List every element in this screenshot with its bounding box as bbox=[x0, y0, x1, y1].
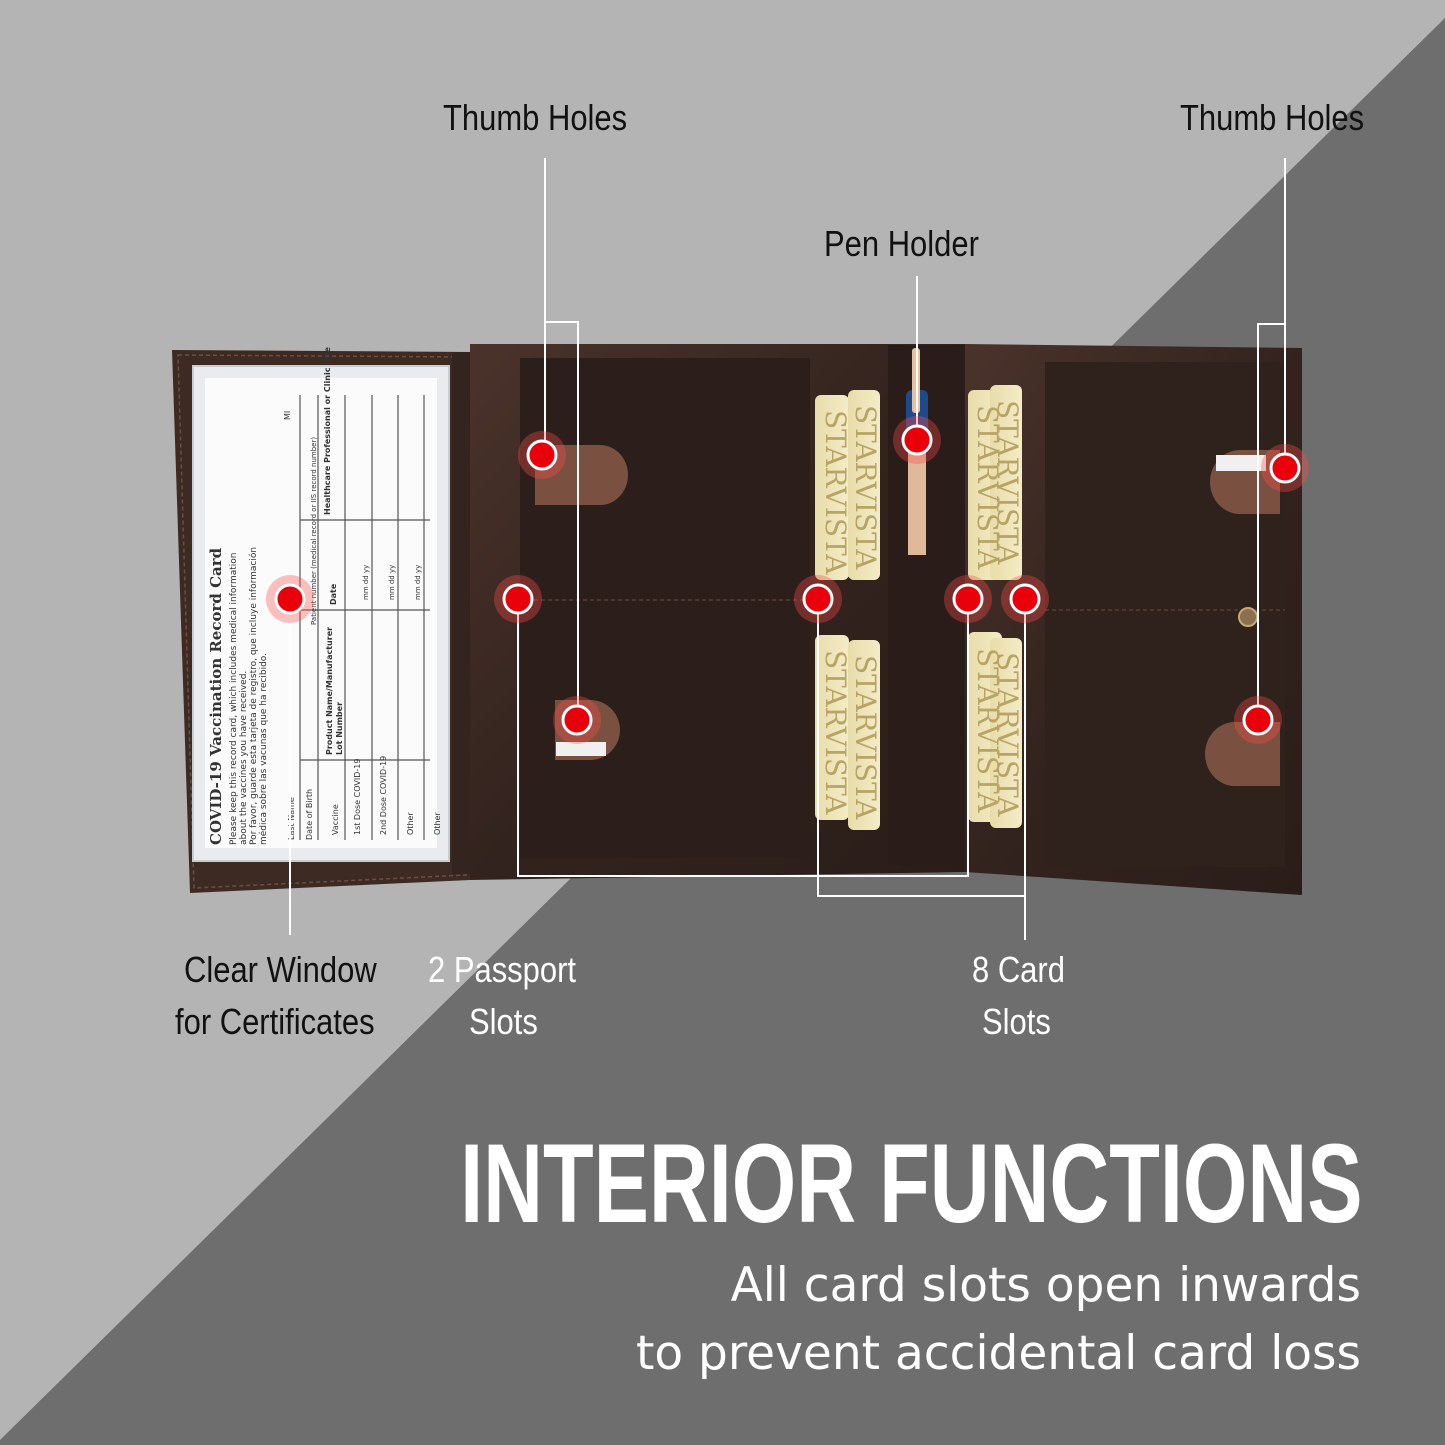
label-clear-window-line2: for Certificates bbox=[175, 1001, 375, 1042]
vaccine-card-last-name: Last Name bbox=[287, 797, 296, 840]
card-brand-4: STARVISTA bbox=[849, 655, 882, 820]
line-card bbox=[817, 599, 1026, 940]
label-thumb-holes-right: Thumb Holes bbox=[1180, 97, 1365, 138]
vaccine-card-mi: MI bbox=[283, 411, 292, 420]
card-brand-5: STARVISTA bbox=[971, 405, 1004, 570]
card-6 bbox=[990, 385, 1022, 580]
vaccine-card-provider: Healthcare Professional or Clinic Site bbox=[323, 346, 332, 515]
card-brand-6: STARVISTA bbox=[991, 400, 1024, 565]
marker-card-right bbox=[1001, 575, 1049, 623]
vaccine-card-patient-number: Patient number (medical record or IIS re… bbox=[310, 437, 318, 625]
vaccine-card-intro-2: about the vaccines you have received. bbox=[239, 671, 249, 845]
vaccine-card-intro-1: Please keep this record card, which incl… bbox=[229, 553, 239, 845]
marker-clear-window bbox=[266, 575, 314, 623]
marker-pen-holder bbox=[893, 416, 941, 464]
marker-thumb-left-top bbox=[518, 431, 566, 479]
snap-button bbox=[1238, 607, 1258, 627]
thumb-hole-bottom-right bbox=[1205, 722, 1280, 786]
vaccine-card-dose1: 1st Dose COVID-19 bbox=[353, 759, 362, 835]
vaccine-card-date: Date bbox=[329, 583, 338, 605]
thumb-hole-top-left bbox=[535, 445, 628, 505]
vaccine-card-dose2: 2nd Dose COVID-19 bbox=[379, 756, 388, 835]
qr-code-bottom-left bbox=[556, 742, 606, 756]
left-panel-stitching bbox=[177, 354, 467, 889]
vaccine-card-vaccine: Vaccine bbox=[331, 804, 340, 835]
marker-passport-left bbox=[494, 575, 542, 623]
label-card-line2: Slots bbox=[982, 1001, 1051, 1042]
line-thumb-right-bracket bbox=[1257, 323, 1285, 720]
marker-passport-right bbox=[944, 575, 992, 623]
card-brand-3: STARVISTA bbox=[819, 650, 852, 815]
vaccine-card-other1: Other bbox=[406, 812, 415, 835]
marker-thumb-right-top bbox=[1261, 444, 1309, 492]
card-brand-2: STARVISTA bbox=[849, 405, 882, 570]
vaccine-card-date-format-3: mm dd yy bbox=[414, 565, 422, 600]
qr-code-top-right bbox=[1216, 455, 1266, 471]
vaccine-card-lot: Lot Number bbox=[335, 702, 344, 755]
vaccination-card-text: COVID-19 Vaccination Record Card Please … bbox=[207, 346, 442, 845]
card-2 bbox=[848, 390, 880, 580]
card-4 bbox=[848, 640, 880, 830]
label-passport-line2: Slots bbox=[469, 1001, 538, 1042]
label-passport-line1: 2 Passport bbox=[428, 949, 577, 990]
line-passport bbox=[517, 599, 969, 877]
vaccination-card-grid bbox=[299, 395, 430, 840]
card-stack-right: STARVISTA STARVISTA STARVISTA STARVISTA bbox=[968, 385, 1024, 828]
label-thumb-holes-left: Thumb Holes bbox=[443, 97, 628, 138]
card-1 bbox=[815, 395, 849, 580]
headline: INTERIOR FUNCTIONS bbox=[460, 1121, 1363, 1246]
vaccine-card-title: COVID-19 Vaccination Record Card bbox=[207, 547, 225, 845]
markers bbox=[266, 416, 1309, 744]
vaccine-card-date-format-2: mm dd yy bbox=[388, 565, 396, 600]
marker-card-middle bbox=[794, 575, 842, 623]
vaccine-card-date-format-1: mm dd yy bbox=[362, 565, 370, 600]
subtitle-line-2: to prevent accidental card loss bbox=[635, 1326, 1361, 1381]
pen-body bbox=[908, 450, 926, 555]
marker-thumb-left-bottom bbox=[553, 696, 601, 744]
passport-pocket-left bbox=[520, 358, 810, 858]
vaccine-card-intro-4: médica sobre las vacunas que ha recibido… bbox=[258, 653, 269, 845]
card-stack-middle-left: STARVISTA STARVISTA STARVISTA STARVISTA bbox=[815, 390, 882, 830]
callout-lines bbox=[289, 158, 1286, 940]
vaccine-card-dob: Date of Birth bbox=[305, 789, 314, 840]
label-clear-window-line1: Clear Window bbox=[184, 949, 377, 990]
card-3 bbox=[815, 635, 849, 820]
label-pen-holder: Pen Holder bbox=[824, 223, 979, 264]
vaccine-card-other2: Other bbox=[433, 812, 442, 835]
label-card-line1: 8 Card bbox=[972, 949, 1065, 990]
card-8 bbox=[990, 638, 1022, 828]
vaccine-card-product: Product Name/Manufacturer bbox=[325, 627, 334, 755]
card-brand-8: STARVISTA bbox=[991, 652, 1024, 817]
marker-thumb-right-bottom bbox=[1234, 696, 1282, 744]
line-thumb-left-bracket bbox=[545, 321, 579, 720]
card-brand-7: STARVISTA bbox=[971, 648, 1004, 813]
subtitle-line-1: All card slots open inwards bbox=[730, 1258, 1361, 1313]
card-brand-1: STARVISTA bbox=[819, 410, 852, 575]
vaccine-card-intro-3: Por favor, guarde esta tarjeta de regist… bbox=[248, 547, 259, 845]
